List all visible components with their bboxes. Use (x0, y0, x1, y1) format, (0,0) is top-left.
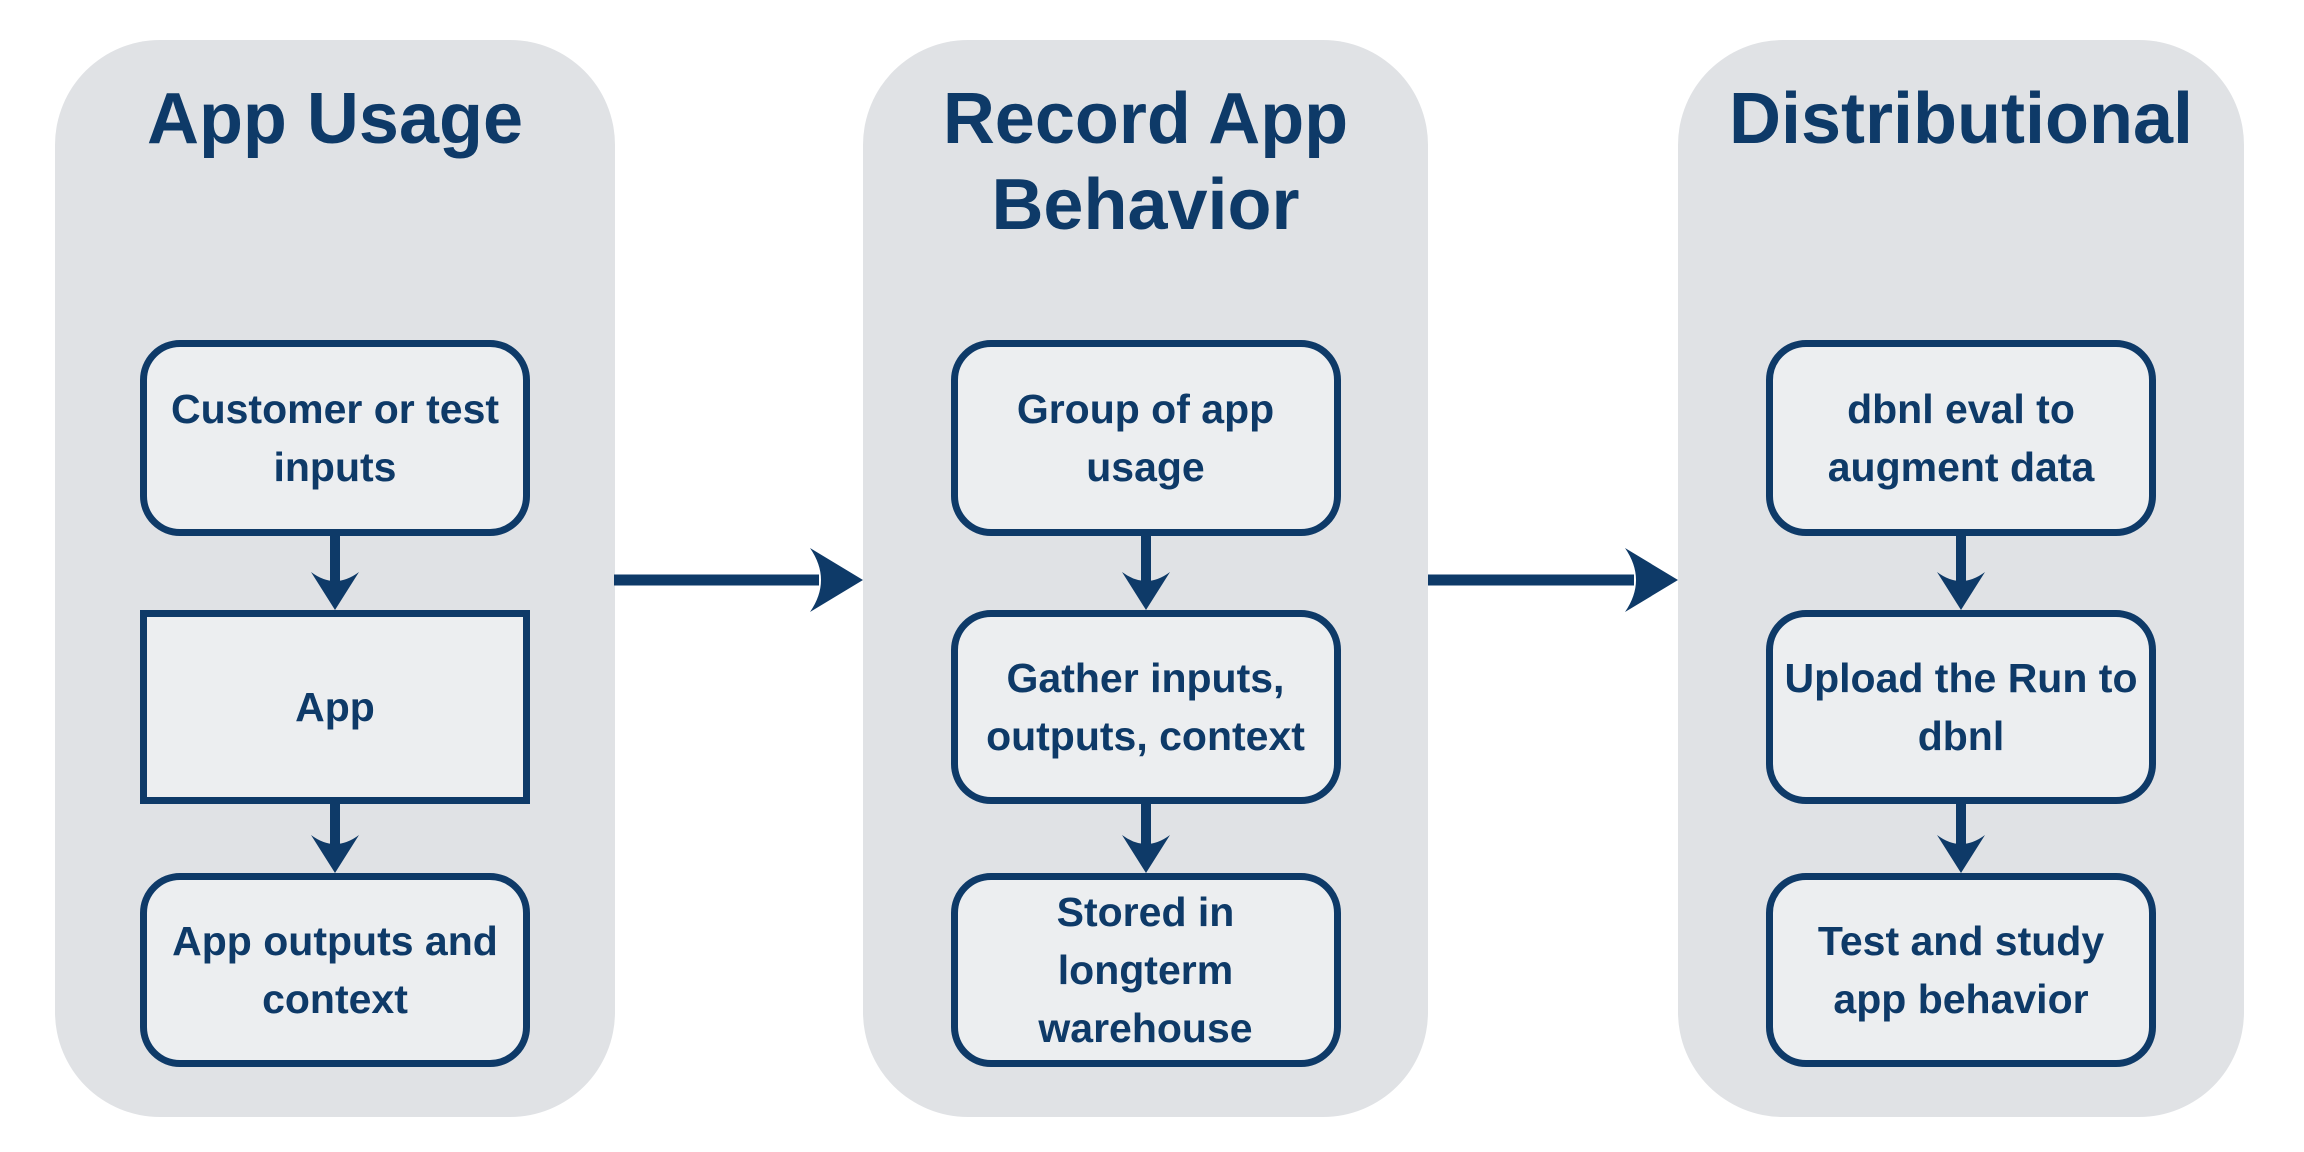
box-customer-or-test-inputs: Customer or test inputs (140, 340, 530, 536)
panel-app-usage: App Usage Customer or test inputs App Ap… (55, 40, 615, 1117)
box-label: dbnl eval to augment data (1827, 385, 2095, 490)
panel-title-record-app-behavior: Record App Behavior (942, 79, 1349, 246)
box-label: Upload the Run to dbnl (1784, 654, 2138, 759)
box-label: App outputs and context (172, 917, 498, 1022)
panel-record-app-behavior: Record App Behavior Group of app usage G… (863, 40, 1428, 1117)
box-label: App (295, 683, 375, 730)
box-label: Test and study app behavior (1817, 917, 2105, 1022)
arrow-right-icon (614, 548, 863, 612)
panel-distributional: Distributional dbnl eval to augment data… (1678, 40, 2244, 1117)
arrow-down-icon (311, 536, 359, 610)
box-upload-the-run-to-dbnl: Upload the Run to dbnl (1766, 610, 2156, 804)
arrow-down-icon (1121, 804, 1170, 873)
box-app: App (140, 610, 530, 804)
box-label: Gather inputs, outputs, context (986, 654, 1305, 759)
box-app-outputs-and-context: App outputs and context (140, 873, 530, 1067)
box-dbnl-eval-to-augment-data: dbnl eval to augment data (1766, 340, 2156, 536)
box-label: Stored in longterm warehouse (1038, 888, 1253, 1052)
arrow-down-icon (1937, 536, 1985, 610)
arrow-right-icon (1428, 548, 1678, 612)
arrow-down-icon (311, 804, 359, 873)
box-gather-inputs-outputs-context: Gather inputs, outputs, context (950, 610, 1341, 804)
panel-title-app-usage: App Usage (146, 79, 524, 159)
box-test-and-study-app-behavior: Test and study app behavior (1766, 873, 2156, 1067)
box-label: Customer or test inputs (170, 385, 500, 490)
box-label: Group of app usage (1016, 385, 1275, 490)
panel-title-distributional: Distributional (1729, 79, 2193, 159)
box-group-of-app-usage: Group of app usage (950, 340, 1341, 536)
box-stored-in-longterm-warehouse: Stored in longterm warehouse (950, 873, 1341, 1067)
arrow-down-icon (1121, 536, 1170, 610)
arrow-down-icon (1937, 804, 1985, 873)
